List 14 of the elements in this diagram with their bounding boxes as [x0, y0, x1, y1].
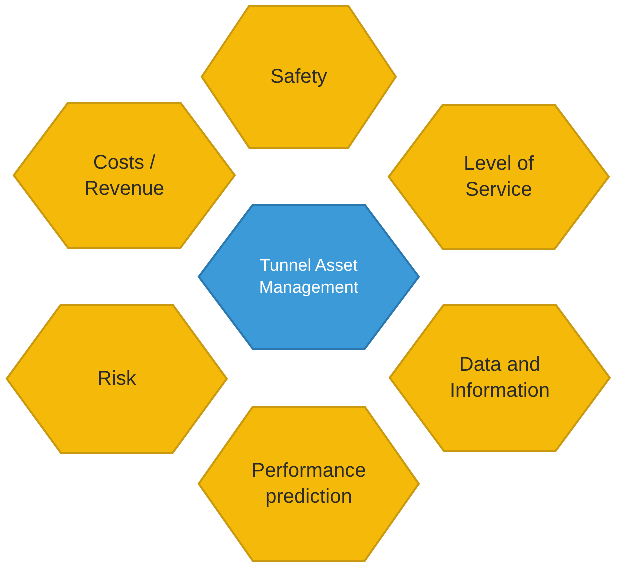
hexagon-tile	[12, 101, 237, 250]
tile-label: Data and Information	[448, 353, 552, 404]
hexagon-tile	[387, 103, 611, 251]
hexagon-tile	[388, 303, 612, 453]
tile-label: Risk	[98, 367, 136, 392]
tile-label: Performance prediction	[250, 459, 368, 510]
tile-label: Level of Service	[462, 152, 536, 203]
tile-label: Tunnel Asset Management	[258, 254, 360, 299]
tile-label: Costs / Revenue	[83, 150, 166, 202]
hexagon-tile	[5, 303, 229, 455]
hexagon-tile	[197, 405, 421, 563]
tile-label: Safety	[270, 65, 328, 90]
hexagon-tile	[200, 4, 398, 150]
hexagon-tile	[197, 203, 421, 351]
